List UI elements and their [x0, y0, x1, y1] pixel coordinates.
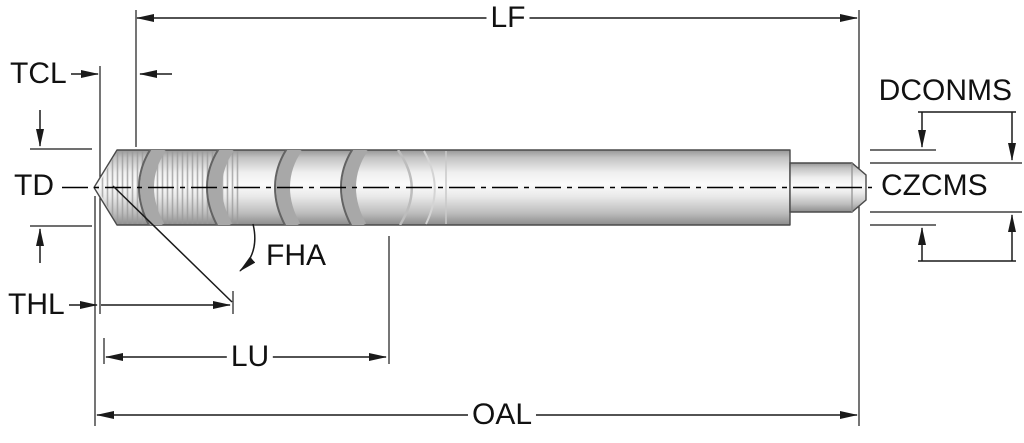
dimension-czcms — [918, 112, 1016, 262]
dim-label-fha: FHA — [262, 241, 330, 271]
dim-label-lu: LU — [226, 342, 274, 372]
extension-lines — [30, 10, 1022, 426]
dimension-fha — [112, 185, 256, 303]
dimension-dconms — [918, 111, 1016, 261]
dim-label-td: TD — [10, 171, 58, 201]
dim-label-oal: OAL — [467, 400, 537, 430]
dim-label-tcl: TCL — [6, 59, 71, 89]
dim-label-lf: LF — [486, 3, 530, 33]
dim-label-czcms: CZCMS — [877, 171, 992, 201]
dim-label-dconms: DCONMS — [874, 76, 1016, 106]
dim-label-thl: THL — [4, 290, 69, 320]
